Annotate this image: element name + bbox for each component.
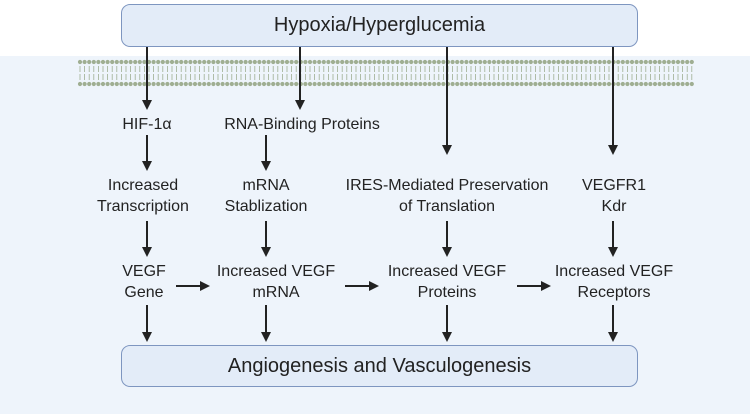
rna-binding-proteins-label: RNA-Binding Proteins xyxy=(224,116,380,133)
outcome-box: Angiogenesis and Vasculogenesis xyxy=(121,345,638,387)
stimulus-box: Hypoxia/Hyperglucemia xyxy=(121,4,638,47)
stimulus-label: Hypoxia/Hyperglucemia xyxy=(273,14,486,36)
outcome-label: Angiogenesis and Vasculogenesis xyxy=(227,354,532,377)
cell-membrane xyxy=(77,59,694,87)
hif1a-label: HIF-1α xyxy=(122,116,172,133)
